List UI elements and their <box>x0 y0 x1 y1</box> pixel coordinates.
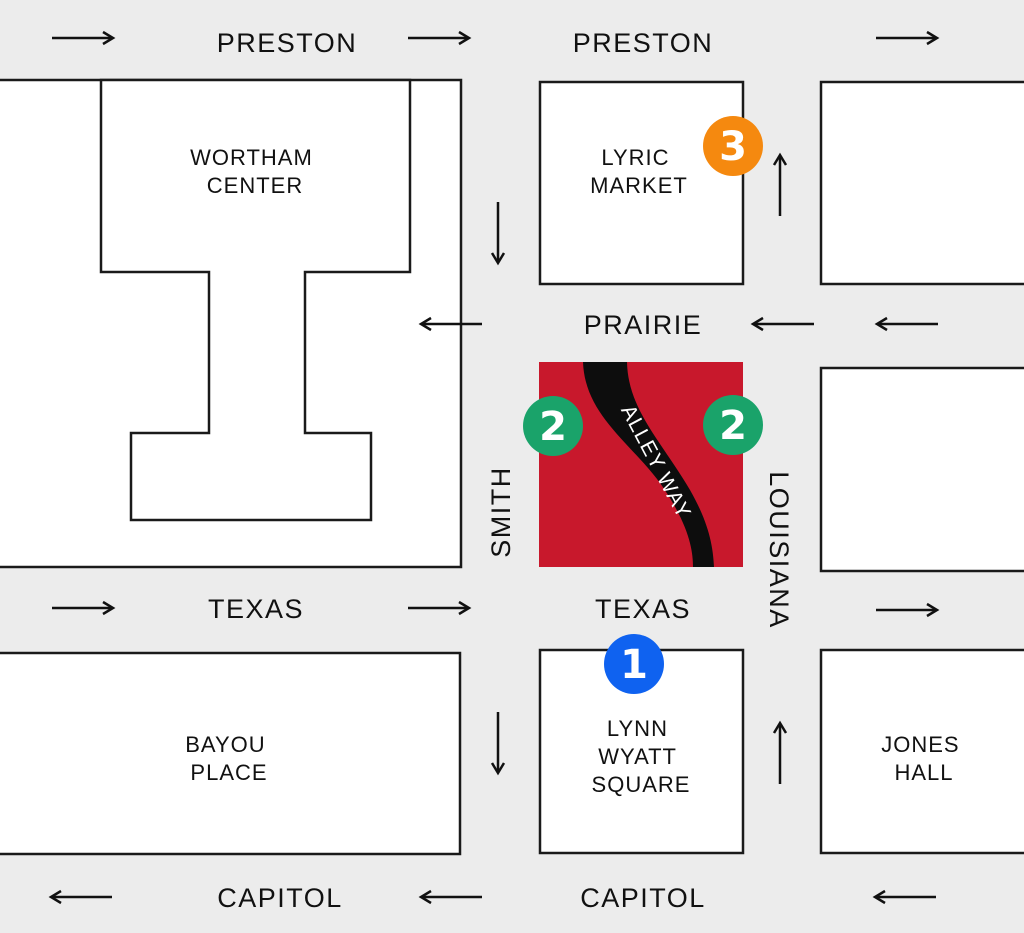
one-way-arrow-icon <box>872 889 936 905</box>
wortham-center-label-line-1: WORTHAM <box>190 145 313 170</box>
lyric-market-label: LYRIC MARKET <box>590 145 688 198</box>
wortham-center-building[interactable] <box>99 78 412 522</box>
jones-hall-label: JONES HALL <box>881 732 966 785</box>
lynn-wyatt-square-label-line-2: WYATT <box>598 744 676 769</box>
one-way-arrow-icon <box>408 600 472 616</box>
one-way-arrow-icon <box>490 202 506 266</box>
location-marker-2-west[interactable]: 2 <box>523 396 583 456</box>
one-way-arrow-icon <box>52 30 116 46</box>
one-way-arrow-icon <box>48 889 112 905</box>
marker-2-east-number: 2 <box>719 403 747 449</box>
bayou-place-label: BAYOU PLACE <box>185 732 273 785</box>
one-way-arrow-icon <box>876 30 940 46</box>
lynn-wyatt-square-label-line-1: LYNN <box>607 716 668 741</box>
east-block <box>819 366 1024 573</box>
location-marker-3[interactable]: 3 <box>703 116 763 176</box>
street-label-louisiana: LOUISIANA <box>764 471 794 629</box>
lyric-market-label-line-2: MARKET <box>590 173 688 198</box>
alley-block[interactable] <box>539 362 743 567</box>
one-way-arrow-icon <box>750 316 814 332</box>
marker-1-number: 1 <box>620 642 648 688</box>
marker-2-east-circle <box>703 395 763 455</box>
marker-1-circle <box>604 634 664 694</box>
lyric-market-label-line-1: LYRIC <box>601 145 669 170</box>
jones-hall-label-line-2: HALL <box>894 760 953 785</box>
jones-hall-label-line-1: JONES <box>881 732 959 757</box>
lynn-wyatt-square-label: LYNN WYATT SQUARE <box>592 716 691 797</box>
one-way-arrow-icon <box>772 720 788 784</box>
one-way-arrow-icon <box>490 712 506 776</box>
one-way-arrow-icon <box>874 316 938 332</box>
street-label-texas-west: TEXAS <box>208 594 304 624</box>
location-marker-2-east[interactable]: 2 <box>703 395 763 455</box>
marker-3-number: 3 <box>719 124 747 170</box>
marker-2-west-circle <box>523 396 583 456</box>
marker-3-circle <box>703 116 763 176</box>
marker-2-west-number: 2 <box>539 404 567 450</box>
northeast-block <box>819 80 1024 286</box>
wortham-center-label-line-2: CENTER <box>207 173 303 198</box>
bayou-place-label-line-2: PLACE <box>190 760 267 785</box>
wortham-center-label: WORTHAM CENTER <box>190 145 320 198</box>
bayou-place-block[interactable] <box>0 651 462 856</box>
one-way-arrow-icon <box>876 602 940 618</box>
street-label-capitol-east: CAPITOL <box>580 883 706 913</box>
location-marker-1[interactable]: 1 <box>604 634 664 694</box>
street-label-preston-west: PRESTON <box>217 28 358 58</box>
one-way-arrow-icon <box>418 316 482 332</box>
street-label-preston-east: PRESTON <box>573 28 714 58</box>
street-label-capitol-west: CAPITOL <box>217 883 343 913</box>
street-label-smith: SMITH <box>486 466 516 558</box>
lynn-wyatt-square-label-line-3: SQUARE <box>592 772 691 797</box>
street-label-texas-east: TEXAS <box>595 594 691 624</box>
jones-hall-block[interactable] <box>819 648 1024 855</box>
street-label-prairie: PRAIRIE <box>584 310 703 340</box>
alley-way-road <box>583 362 714 567</box>
one-way-arrow-icon <box>418 889 482 905</box>
one-way-arrow-icon <box>52 600 116 616</box>
bayou-place-label-line-1: BAYOU <box>185 732 265 757</box>
lyric-market-block[interactable] <box>538 80 745 286</box>
one-way-arrow-icon <box>408 30 472 46</box>
one-way-arrow-icon <box>772 152 788 216</box>
